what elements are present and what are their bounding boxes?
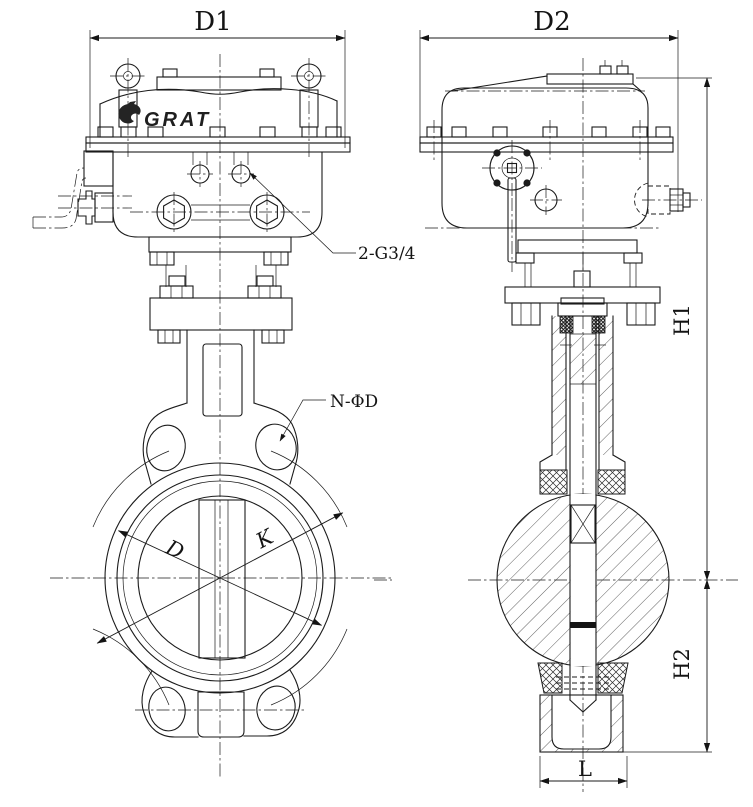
cable-gland [634,182,702,218]
dim-h2-label: H2 [670,648,694,680]
handwheel-flange [482,140,542,198]
leader-bolt-holes-label: N-ΦD [330,392,378,412]
side-lower-bushings [537,662,629,694]
dim-d2-label: D2 [533,7,570,37]
actuator-front-top [99,63,338,138]
dim-h1-label: H1 [670,304,694,336]
front-neck [186,329,255,417]
side-disc-section [496,493,670,667]
front-view: D1 GRAT [32,7,416,778]
dim-d1-label: D1 [194,7,231,37]
grat-logo-icon [118,101,141,124]
dim-d1: D1 [89,7,346,148]
dim-h2: H2 [617,579,712,753]
valve-shaft [569,315,597,713]
dim-l: L [539,756,628,788]
front-mounting-stack [148,236,293,344]
declutch-rod [507,177,517,272]
dim-l-label: L [578,757,592,781]
grat-logo-text: GRAT [144,109,211,131]
leader-bolt-holes: N-ΦD [279,392,378,442]
grat-logo: GRAT [118,101,211,131]
dim-h1: H1 [636,77,712,581]
actuator-side [419,60,702,272]
plug-boss [530,185,562,215]
side-mounting-stack [504,239,661,326]
leader-conduit-label: 2-G3/4 [358,244,416,264]
side-view: D2 [374,7,738,792]
side-bottom-cover [539,694,624,753]
dim-d-label: D [161,535,187,564]
actuator-front-flange-band [85,126,351,153]
manual-handle [32,150,132,229]
actuator-front-body [112,151,323,238]
leader-conduit: 2-G3/4 [249,172,416,264]
side-neck-section [539,297,626,495]
dim-d2: D2 [419,7,679,212]
